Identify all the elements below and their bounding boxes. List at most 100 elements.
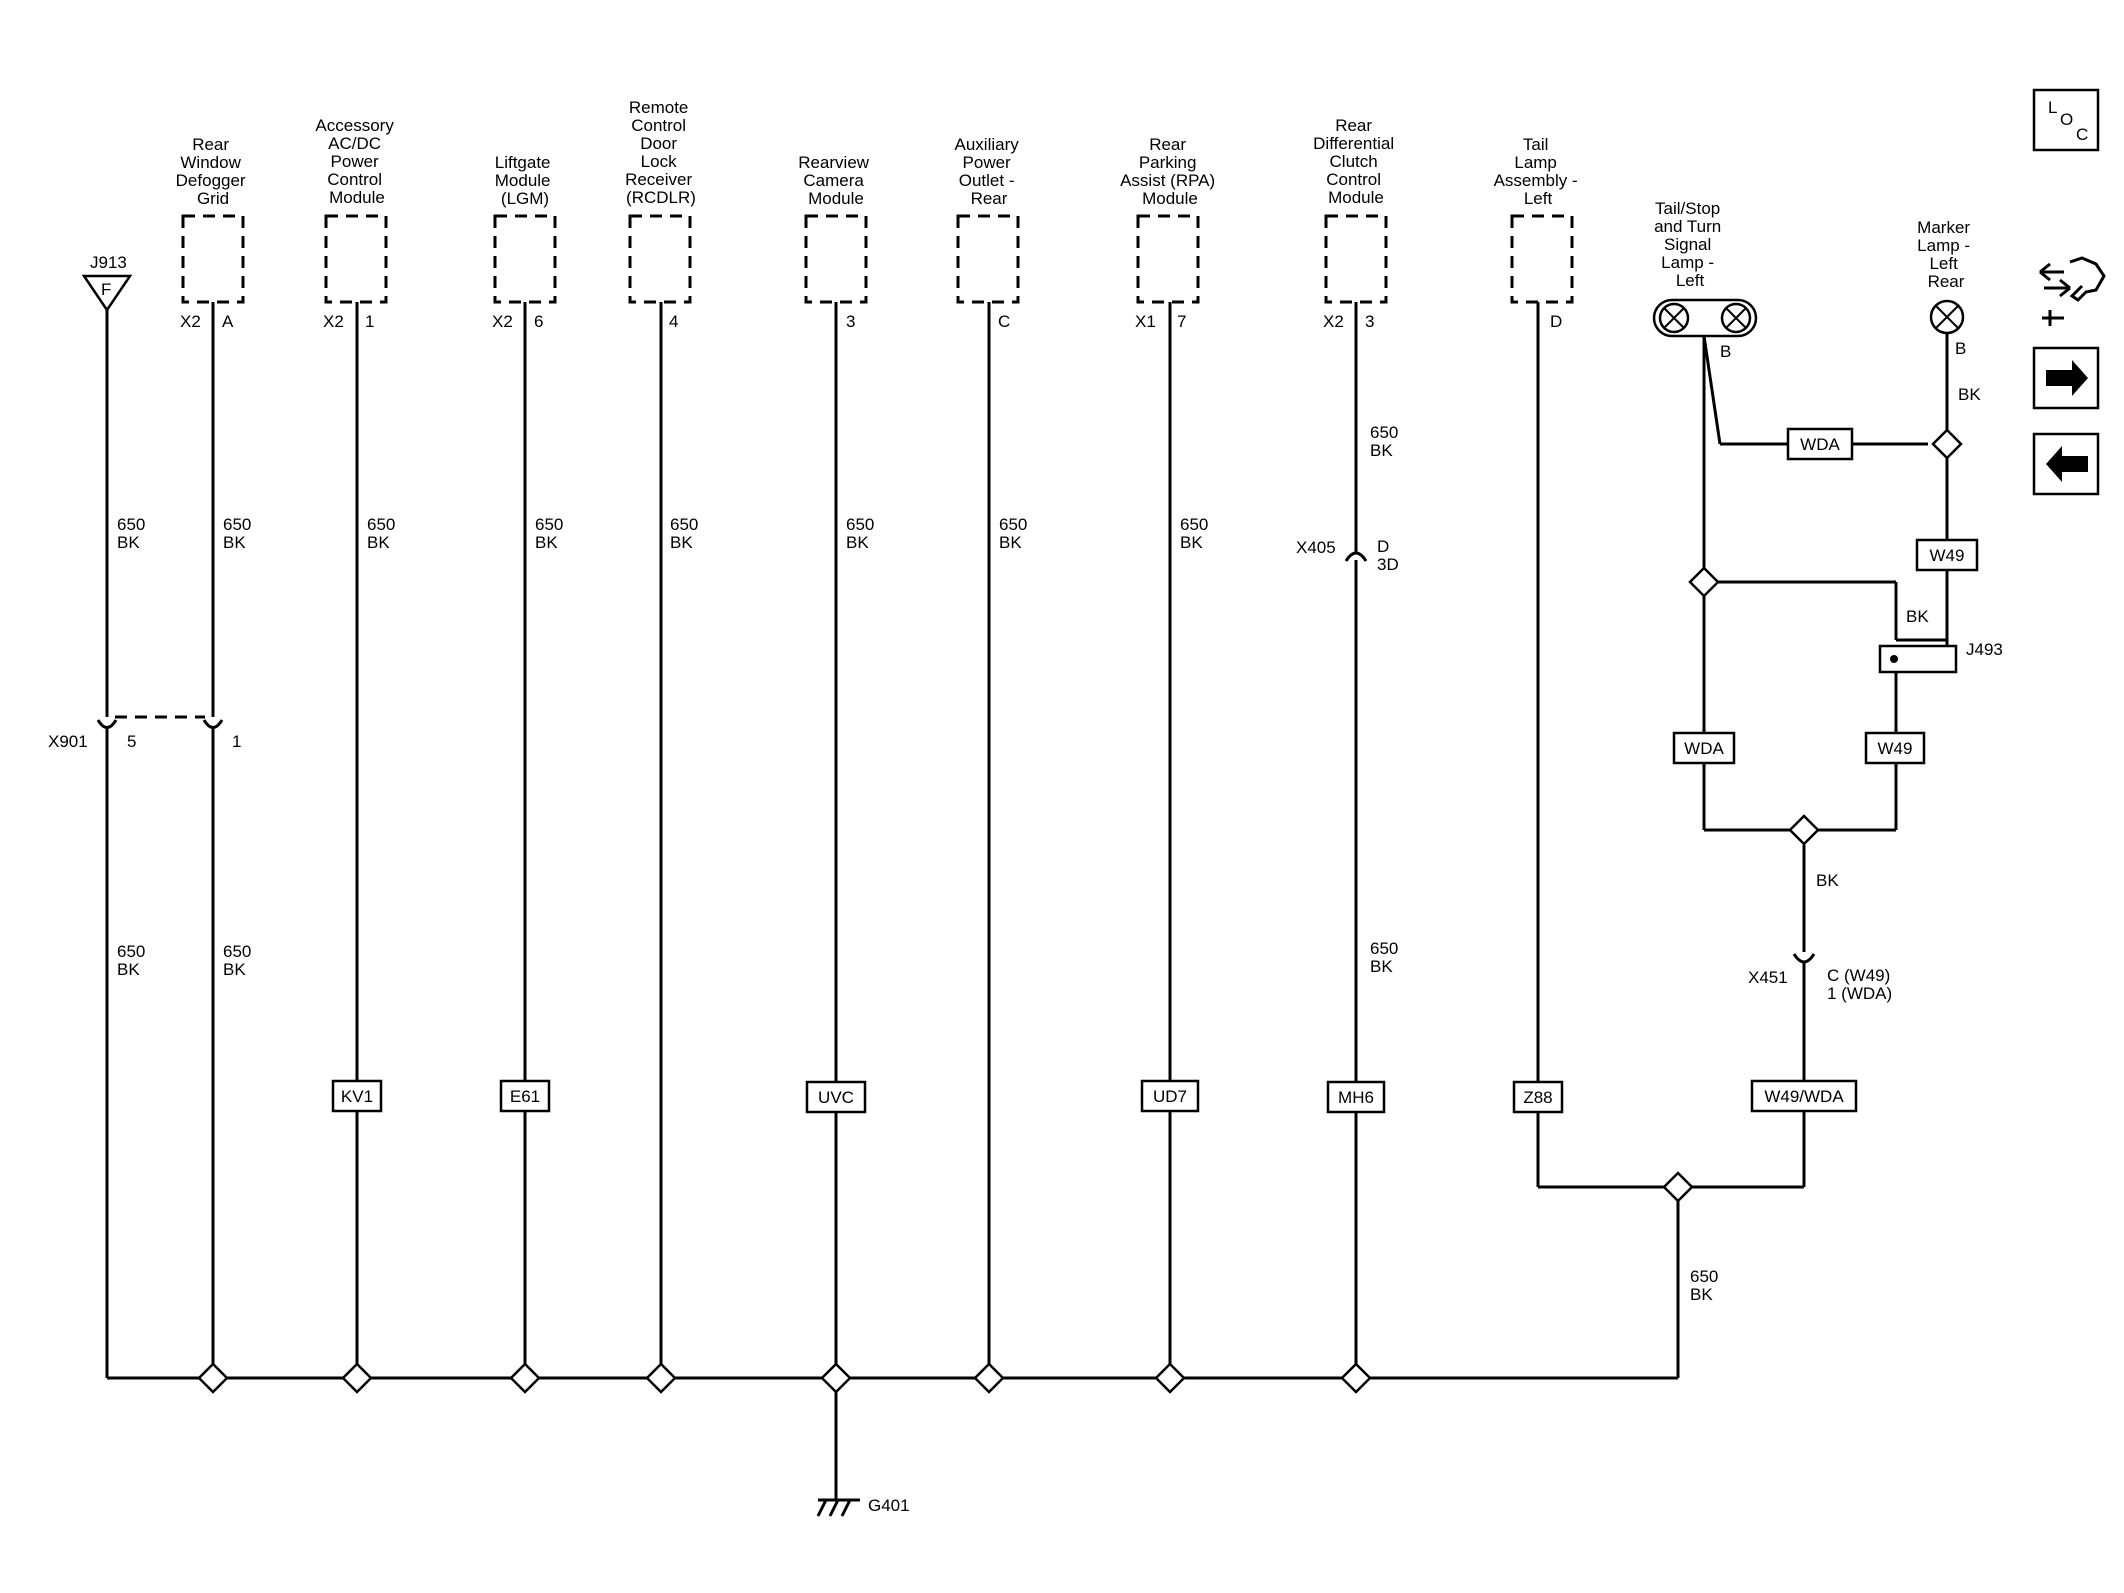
connector-right-cavity bbox=[202, 719, 224, 729]
option-label: E61 bbox=[510, 1087, 540, 1106]
connector-end-view-icon[interactable] bbox=[2039, 256, 2106, 326]
component-auxiliary-power-outlet[interactable]: Auxiliary Power Outlet - Rear C bbox=[955, 135, 1024, 331]
component-box bbox=[181, 214, 245, 304]
splice-name: J913 bbox=[90, 253, 127, 272]
junction-node bbox=[973, 1362, 1005, 1394]
connector-name: X405 bbox=[1296, 538, 1336, 557]
connector-name: X451 bbox=[1748, 968, 1788, 987]
component-label: Liftgate Module (LGM) bbox=[495, 153, 556, 208]
pin-label: 1 bbox=[232, 732, 241, 751]
connector-x901[interactable]: X901 5 1 bbox=[48, 708, 241, 751]
splice-pack-j493[interactable]: J493 bbox=[1878, 640, 2003, 674]
ground-g401[interactable]: G401 bbox=[816, 1496, 910, 1517]
svg-text:C: C bbox=[2076, 125, 2088, 144]
component-box bbox=[956, 214, 1020, 304]
component-rear-parking-assist-module[interactable]: Rear Parking Assist (RPA) Module X1 7 bbox=[1120, 135, 1220, 331]
splice-triangle-icon bbox=[81, 274, 133, 313]
junction-node bbox=[1340, 1362, 1372, 1394]
option-label: W49 bbox=[1878, 739, 1913, 758]
connector-name: X901 bbox=[48, 732, 88, 751]
component-box bbox=[1324, 214, 1388, 304]
splice-dot-icon bbox=[1890, 655, 1898, 663]
junction-node bbox=[1931, 428, 1963, 460]
component-box bbox=[1136, 214, 1200, 304]
option-box bbox=[1672, 731, 1736, 765]
junction-node bbox=[645, 1362, 677, 1394]
pin-label: 1 (WDA) bbox=[1827, 984, 1892, 1003]
component-box bbox=[324, 214, 388, 304]
component-label: Accessory AC/DC Power Control Module bbox=[315, 116, 398, 207]
junction-node bbox=[341, 1362, 373, 1394]
component-label: Remote Control Door Lock Receiver (RCDLR… bbox=[625, 98, 697, 207]
component-label: Rearview Camera Module bbox=[798, 153, 874, 208]
option-box bbox=[1864, 731, 1926, 765]
component-tail-lamp-assembly-left[interactable]: Tail Lamp Assembly - Left D bbox=[1494, 135, 1583, 331]
option-label: WDA bbox=[1684, 739, 1724, 758]
pin-label: 3 bbox=[1365, 312, 1374, 331]
connector-label: X2 bbox=[180, 312, 201, 331]
connector-label: X2 bbox=[323, 312, 344, 331]
component-remote-control-door-lock-receiver[interactable]: Remote Control Door Lock Receiver (RCDLR… bbox=[625, 98, 697, 331]
component-label: Rear Differential Clutch Control Module bbox=[1313, 116, 1399, 207]
option-boxes: KV1 E61 UVC UD7 MH6 Z88 W49/WDA WDA W49 … bbox=[331, 427, 1979, 1114]
tail-stop-turn-lamp-left[interactable]: Tail/Stop and Turn Signal Lamp - Left B bbox=[1652, 199, 1758, 361]
svg-text:BK: BK bbox=[1816, 871, 1839, 890]
option-box bbox=[331, 1079, 383, 1113]
pin-label: 1 bbox=[365, 312, 374, 331]
pin-label: D bbox=[1377, 537, 1389, 556]
junction-node bbox=[820, 1362, 852, 1394]
component-box bbox=[628, 214, 692, 304]
pin-label: C (W49) bbox=[1827, 966, 1890, 985]
option-box bbox=[1512, 1080, 1564, 1114]
arrow-right-button[interactable] bbox=[2032, 346, 2100, 410]
component-box bbox=[804, 214, 868, 304]
connector-left-cavity bbox=[96, 719, 118, 729]
option-box bbox=[1140, 1079, 1200, 1113]
option-label: UVC bbox=[818, 1088, 854, 1107]
component-liftgate-module[interactable]: Liftgate Module (LGM) X2 6 bbox=[492, 153, 557, 331]
arrow-left-button[interactable] bbox=[2032, 432, 2100, 496]
connector-x405[interactable]: X405 D 3D bbox=[1296, 537, 1399, 574]
connector-label: X1 bbox=[1135, 312, 1156, 331]
option-label: UD7 bbox=[1153, 1087, 1187, 1106]
option-box bbox=[1326, 1080, 1386, 1114]
svg-text:BK: BK bbox=[1958, 385, 1981, 404]
svg-text:O: O bbox=[2060, 110, 2073, 129]
component-rearview-camera-module[interactable]: Rearview Camera Module 3 bbox=[798, 153, 874, 331]
ground-icon bbox=[816, 1499, 852, 1517]
wires bbox=[105, 302, 1949, 1500]
pin-label: D bbox=[1550, 312, 1562, 331]
arrow-left-icon bbox=[2046, 446, 2088, 482]
splice-name: J493 bbox=[1966, 640, 2003, 659]
component-label: Auxiliary Power Outlet - Rear bbox=[955, 135, 1024, 208]
component-rear-window-defogger[interactable]: Rear Window Defogger Grid X2 A bbox=[176, 135, 251, 331]
pin-label: C bbox=[998, 312, 1010, 331]
pin-label: B bbox=[1955, 339, 1966, 358]
connector-x451[interactable]: X451 C (W49) 1 (WDA) bbox=[1748, 940, 1892, 1003]
option-label: W49 bbox=[1930, 546, 1965, 565]
splice-j913[interactable]: J913 F bbox=[81, 253, 133, 313]
option-label: WDA bbox=[1800, 435, 1840, 454]
component-rear-differential-clutch-control-module[interactable]: Rear Differential Clutch Control Module … bbox=[1313, 116, 1399, 331]
component-accessory-power-control[interactable]: Accessory AC/DC Power Control Module X2 … bbox=[315, 116, 398, 331]
loc-button[interactable]: L O C bbox=[2032, 88, 2100, 152]
option-box bbox=[499, 1079, 551, 1113]
junction-node bbox=[1688, 566, 1720, 598]
loc-frame bbox=[2032, 88, 2100, 152]
marker-lamp-left-rear[interactable]: Marker Lamp - Left Rear B bbox=[1917, 218, 1975, 358]
connector-cavity bbox=[1792, 953, 1816, 964]
option-box bbox=[1786, 427, 1854, 461]
component-box bbox=[1510, 214, 1574, 304]
connector-label: X2 bbox=[492, 312, 513, 331]
option-label: Z88 bbox=[1523, 1088, 1552, 1107]
